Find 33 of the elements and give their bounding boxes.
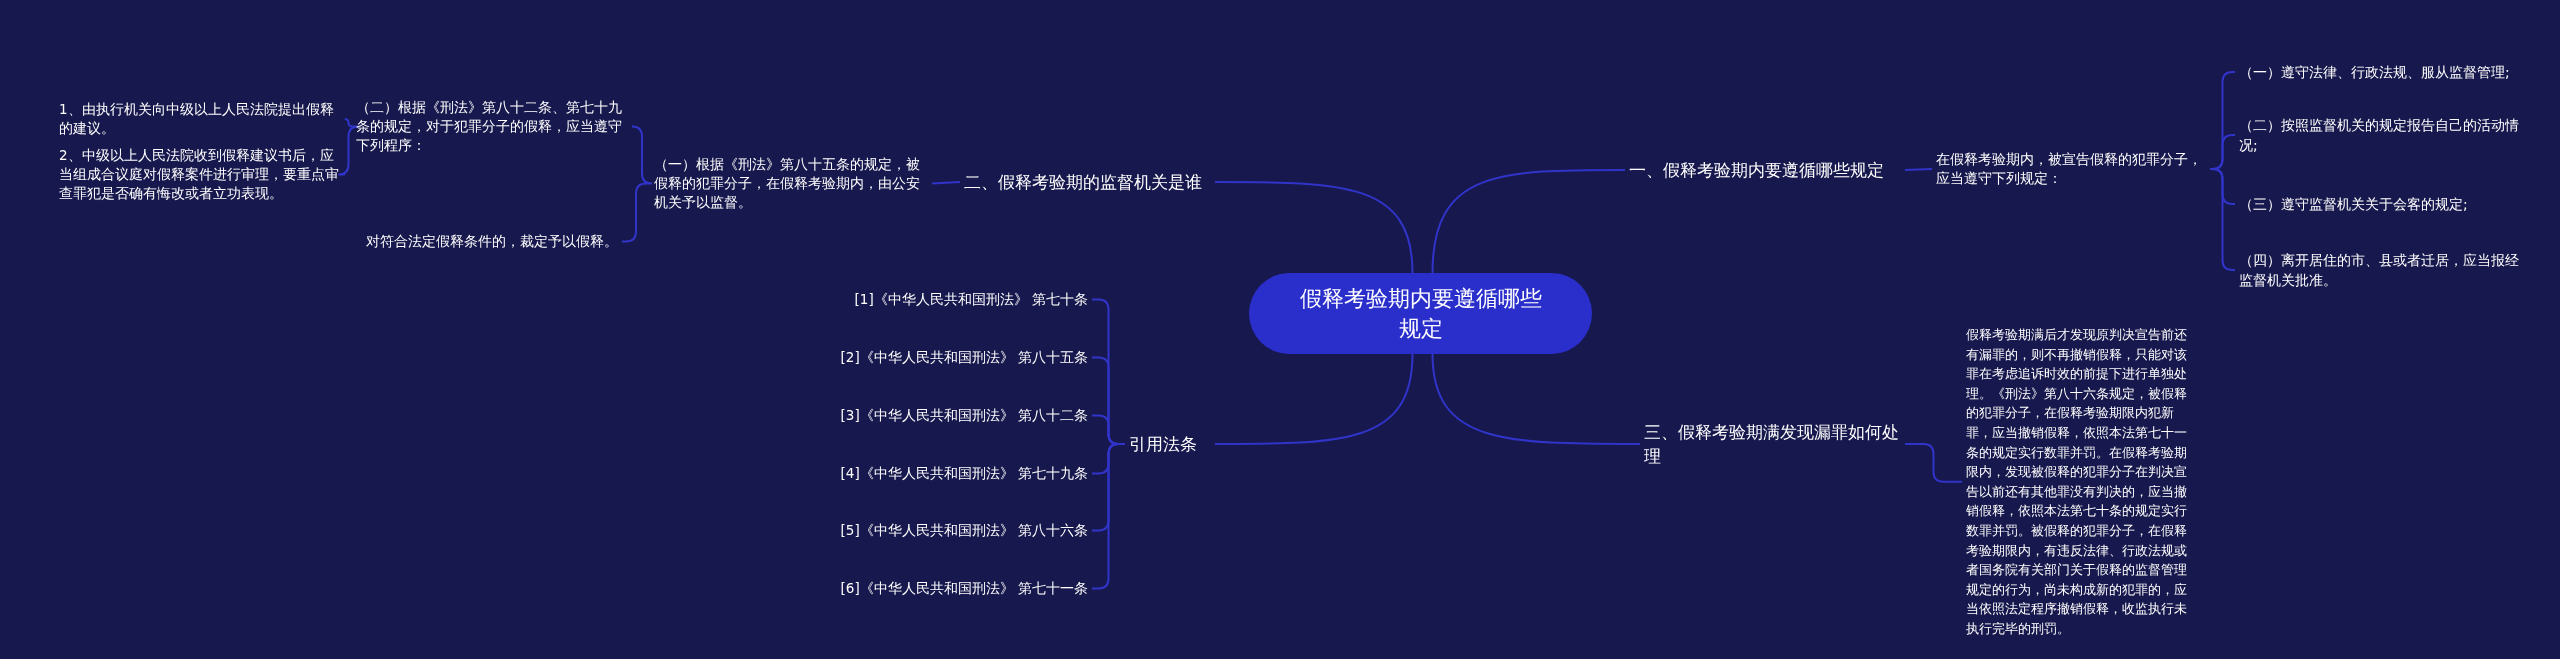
branch-topic: 一、假释考验期内要遵循哪些规定 <box>1625 158 1905 182</box>
citation-text: [6]《中华人民共和国刑法》 第七十一条 <box>830 579 1092 598</box>
central-topic: 假释考验期内要遵循哪些规定 <box>1249 273 1592 354</box>
note-text: （三）遵守监督机关关于会客的规定; <box>2235 194 2535 214</box>
connector-line <box>1431 169 1626 274</box>
citation-text: [1]《中华人民共和国刑法》 第七十条 <box>830 290 1092 309</box>
branch-topic: 二、假释考验期的监督机关是谁 <box>960 170 1215 194</box>
citation-text: [3]《中华人民共和国刑法》 第八十二条 <box>830 406 1092 425</box>
note-text: 在假释考验期内，被宣告假释的犯罪分子，应当遵守下列规定： <box>1932 150 2210 188</box>
connector-line <box>1214 353 1414 445</box>
note-text: （二）按照监督机关的规定报告自己的活动情况; <box>2235 115 2535 155</box>
citation-text: [4]《中华人民共和国刑法》 第七十九条 <box>830 464 1092 483</box>
connector-line <box>1904 443 1963 483</box>
branch-topic: 三、假释考验期满发现漏罪如何处理 <box>1640 420 1905 468</box>
note-text: 对符合法定假释条件的，裁定予以假释。 <box>320 232 622 251</box>
citation-text: [5]《中华人民共和国刑法》 第八十六条 <box>830 521 1092 540</box>
connector-line <box>931 181 961 185</box>
connector-line <box>1431 353 1641 445</box>
connector-line <box>621 182 651 243</box>
note-text: （一）根据《刑法》第八十五条的规定，被假释的犯罪分子，在假释考验期内，由公安机关予以监督。 <box>650 155 932 212</box>
connector-line <box>343 118 354 128</box>
paragraph-text: 假释考验期满后才发现原判决宣告前还有漏罪的，则不再撤销假释，只能对该罪在考虑追诉时效的前提下进行单独处理。《刑法》第八十六条规定，被假释的犯罪分子，在假释考验期限内犯新罪，应当撤销假释，依照本法第七十一条的规定实行数罪并罚。在假释考验期限内，发现被假释的犯罪分子在判决宣告以前还有其他罪没有判决的，应当撤销假释，依照本法第七十条的规定实行数罪并罚。被假释的犯罪分子，在假释考验期限内，有违反法律、行政法规或者国务院有关部门关于假释的监督管理规定的行为，尚未构成新的犯罪的，应当依照法定程序撤销假释，收监执行未执行完毕的刑罚。 <box>1962 325 2195 639</box>
note-text: 2、中级以上人民法院收到假释建议书后，应当组成合议庭对假释案件进行审理，要重点审查罪犯是否确有悔改或者立功表现。 <box>55 146 345 203</box>
note-text: 1、由执行机关向中级以上人民法院提出假释的建议。 <box>55 100 345 138</box>
branch-topic: 引用法条 <box>1125 432 1215 456</box>
connector-line <box>1214 181 1414 274</box>
note-text: （二）根据《刑法》第八十二条、第七十九条的规定，对于犯罪分子的假释，应当遵守下列程序： <box>352 98 634 155</box>
connector-line <box>1904 168 1933 171</box>
connector-line <box>2209 168 2236 271</box>
connector-line <box>631 125 653 185</box>
note-text: （一）遵守法律、行政法规、服从监督管理; <box>2235 62 2535 82</box>
note-text: （四）离开居住的市、县或者迁居，应当报经监督机关批准。 <box>2235 250 2535 290</box>
citation-text: [2]《中华人民共和国刑法》 第八十五条 <box>830 348 1092 367</box>
